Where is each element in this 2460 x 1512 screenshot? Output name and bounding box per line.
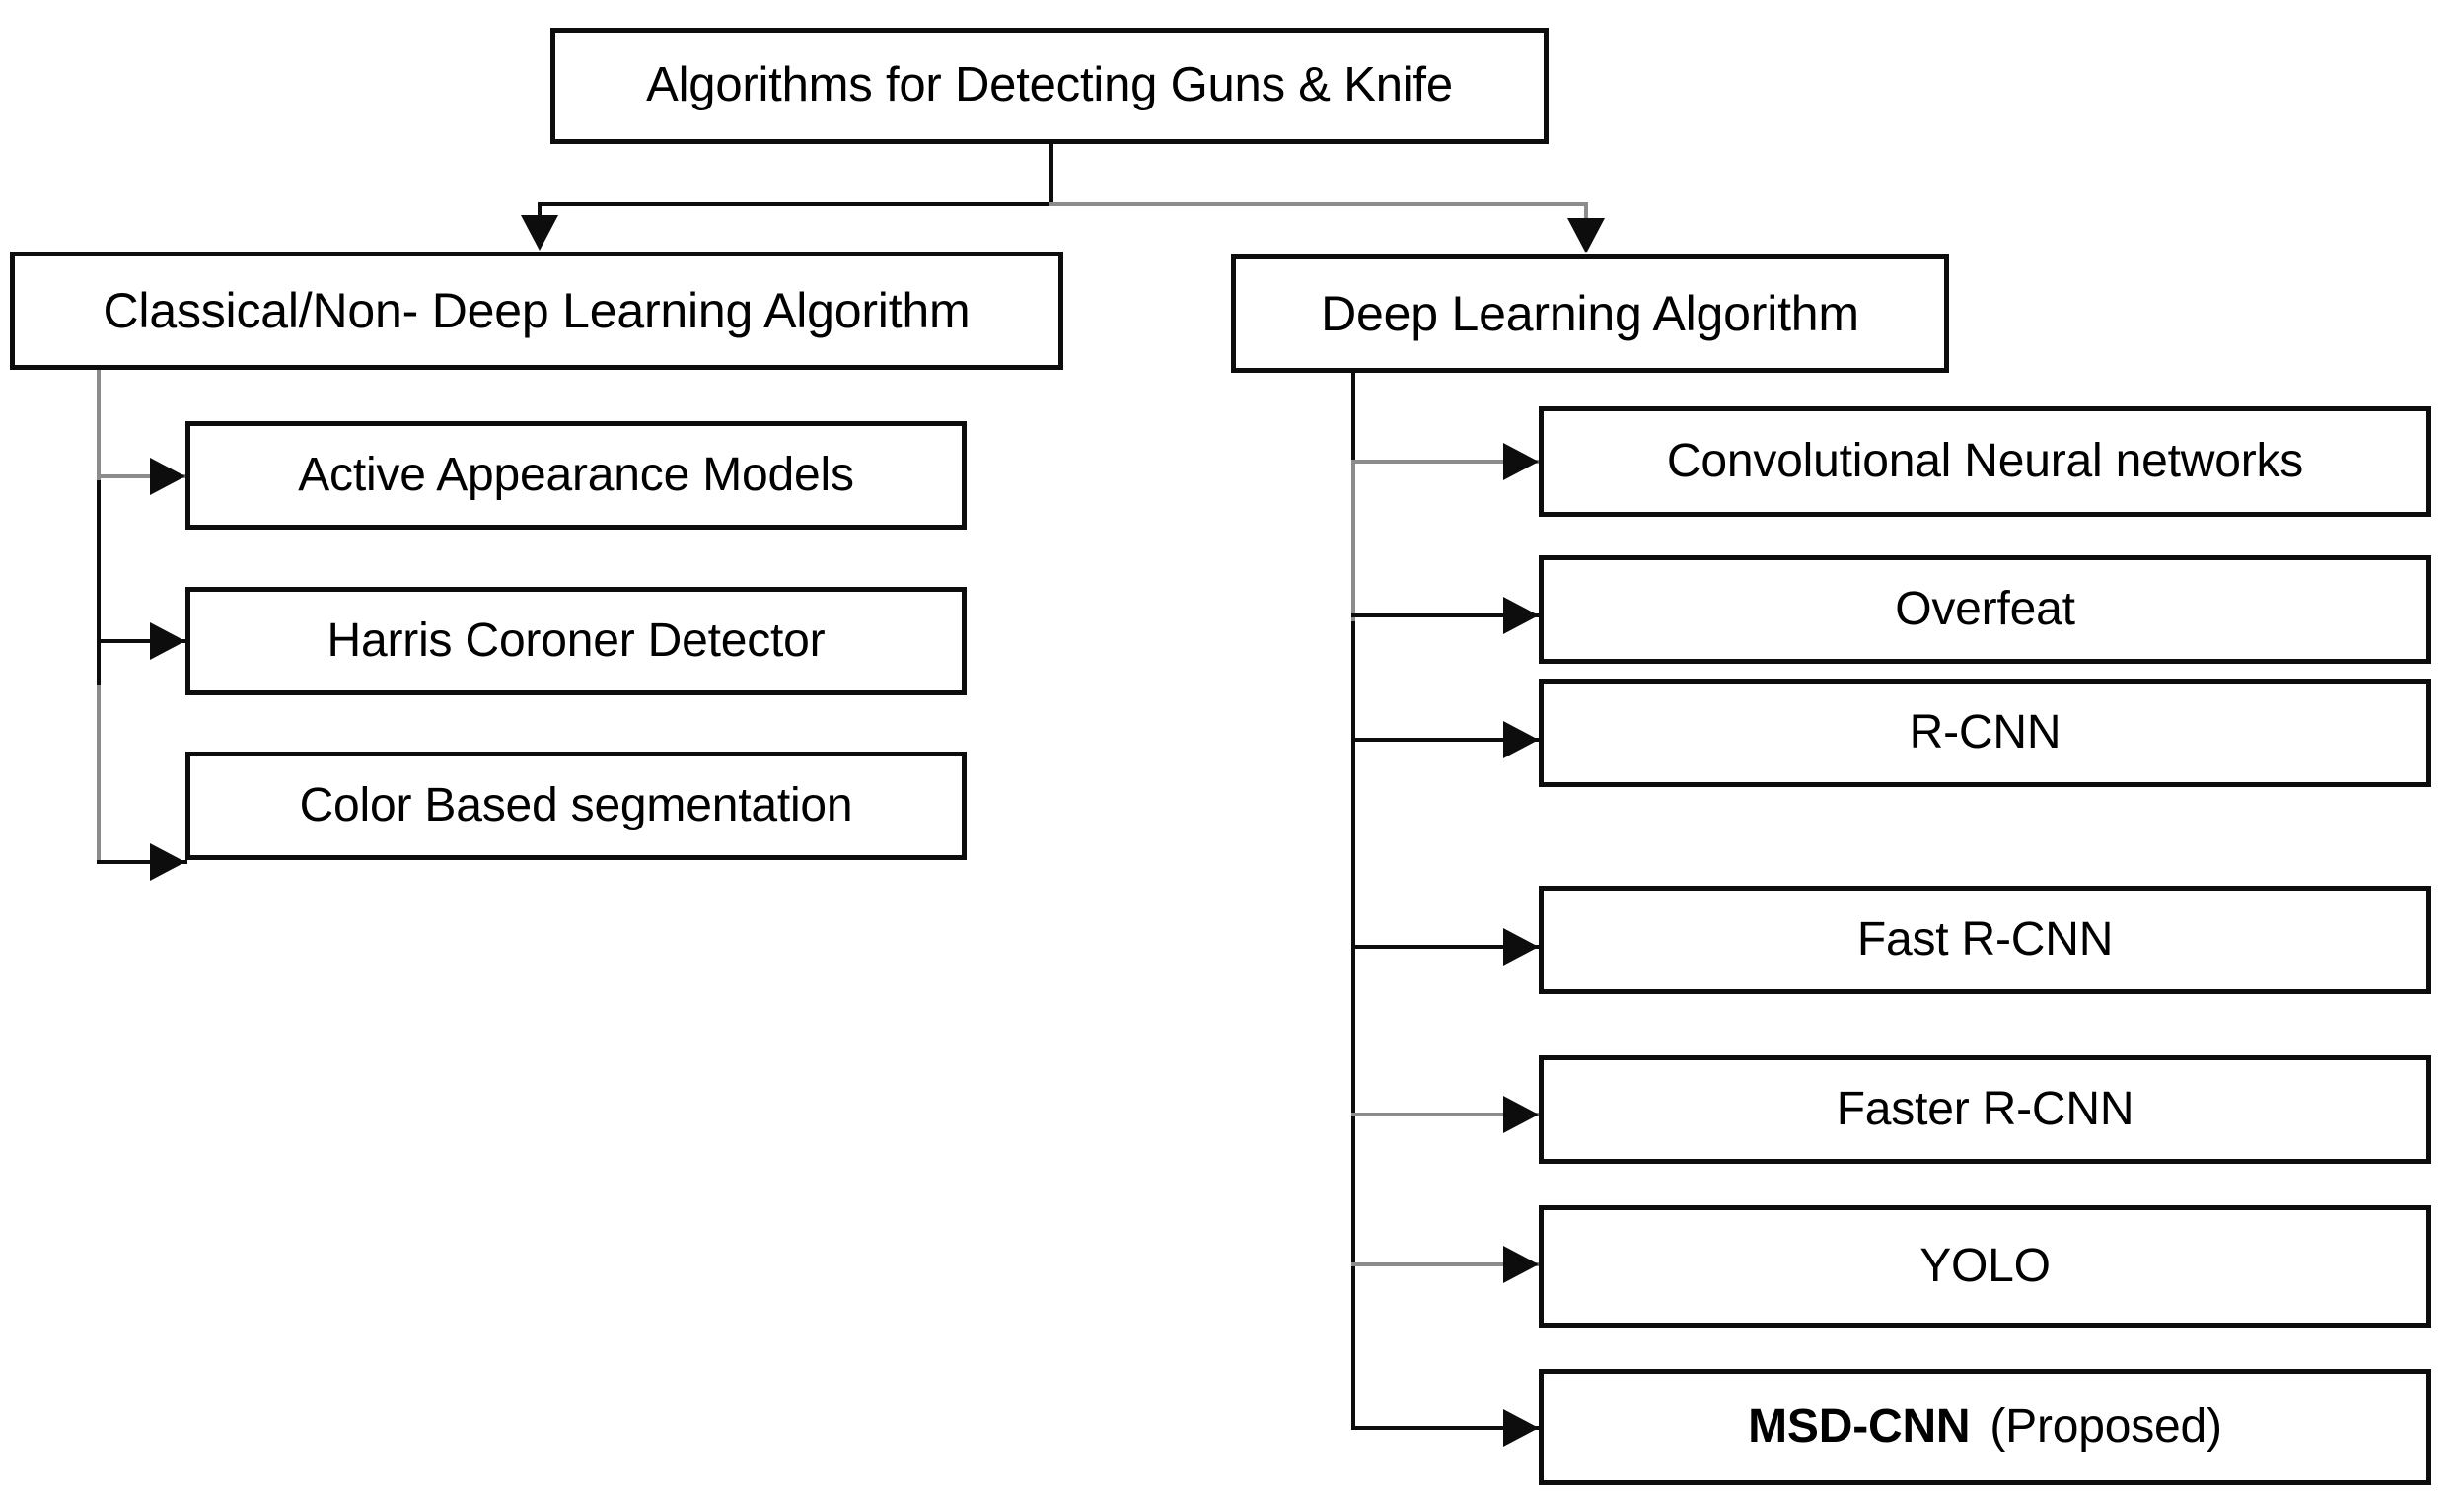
arrowhead-right-msdcnn xyxy=(1503,1409,1539,1447)
connector-classical-to-harris xyxy=(97,639,187,643)
connector-deep-to-fastrcnn xyxy=(1351,945,1570,949)
node-aam-label: Active Appearance Models xyxy=(298,448,854,501)
node-msdcnn-label-suffix: (Proposed) xyxy=(1990,1400,2222,1453)
node-classical-label: Classical/Non- Deep Learning Algorithm xyxy=(103,282,971,338)
arrowhead-right-yolo xyxy=(1503,1246,1539,1283)
node-faster-r-cnn[interactable]: Faster R-CNN xyxy=(1539,1055,2431,1164)
node-msdcnn-label-group: MSD-CNN (Proposed) xyxy=(1728,1400,2242,1453)
node-yolo-label: YOLO xyxy=(1919,1239,2051,1292)
arrowhead-right-color xyxy=(150,843,185,881)
connector-root-stem xyxy=(1049,144,1053,204)
connector-deep-to-rcnn xyxy=(1351,738,1570,742)
node-active-appearance-models[interactable]: Active Appearance Models xyxy=(185,421,967,530)
node-overfeat-label: Overfeat xyxy=(1895,582,2075,635)
connector-deep-to-fasterrcnn xyxy=(1351,1113,1570,1116)
node-classical-algorithm[interactable]: Classical/Non- Deep Learning Algorithm xyxy=(10,252,1063,370)
node-overfeat[interactable]: Overfeat xyxy=(1539,555,2431,664)
connector-classical-trunk-lower xyxy=(97,685,101,863)
node-yolo[interactable]: YOLO xyxy=(1539,1205,2431,1328)
node-r-cnn[interactable]: R-CNN xyxy=(1539,679,2431,787)
node-rcnn-label: R-CNN xyxy=(1909,705,2062,758)
connector-deep-trunk-c xyxy=(1351,621,1355,1430)
arrowhead-right-fastrcnn xyxy=(1503,928,1539,966)
arrowhead-right-fasterrcnn xyxy=(1503,1096,1539,1133)
arrowhead-down-deep xyxy=(1567,218,1605,253)
node-cnn-label: Convolutional Neural networks xyxy=(1666,434,2304,487)
node-color-label: Color Based segmentation xyxy=(299,778,853,831)
connector-deep-to-msdcnn xyxy=(1351,1426,1570,1430)
node-deep-label: Deep Learning Algorithm xyxy=(1321,285,1859,341)
node-fasterrcnn-label: Faster R-CNN xyxy=(1836,1082,2134,1135)
node-fast-r-cnn[interactable]: Fast R-CNN xyxy=(1539,886,2431,994)
arrowhead-down-classical xyxy=(521,215,558,251)
arrowhead-right-harris xyxy=(150,622,185,660)
node-convolutional-neural-networks[interactable]: Convolutional Neural networks xyxy=(1539,406,2431,517)
connector-classical-trunk-upper xyxy=(97,370,101,480)
node-harris-coroner-detector[interactable]: Harris Coroner Detector xyxy=(185,587,967,695)
connector-deep-trunk-a xyxy=(1351,373,1355,464)
node-fastrcnn-label: Fast R-CNN xyxy=(1856,912,2114,966)
node-root-label: Algorithms for Detecting Guns & Knife xyxy=(646,58,1453,112)
connector-deep-trunk-b xyxy=(1351,464,1355,621)
arrowhead-right-aam xyxy=(150,458,185,495)
arrowhead-right-cnn xyxy=(1503,443,1539,480)
connector-deep-to-yolo xyxy=(1351,1262,1570,1266)
connector-root-split-bar-right xyxy=(1049,202,1588,206)
node-deep-learning-algorithm[interactable]: Deep Learning Algorithm xyxy=(1231,254,1949,373)
connector-classical-trunk-mid xyxy=(97,480,101,685)
node-msd-cnn-proposed[interactable]: MSD-CNN (Proposed) xyxy=(1539,1369,2431,1485)
node-harris-label: Harris Coroner Detector xyxy=(326,613,826,667)
connector-deep-to-cnn xyxy=(1351,460,1570,464)
node-color-based-segmentation[interactable]: Color Based segmentation xyxy=(185,752,967,860)
arrowhead-right-overfeat xyxy=(1503,597,1539,634)
arrowhead-right-rcnn xyxy=(1503,721,1539,758)
connector-classical-to-color xyxy=(97,860,187,864)
connector-deep-to-overfeat xyxy=(1351,613,1570,617)
node-msdcnn-label-emphasis: MSD-CNN xyxy=(1748,1400,1971,1453)
node-root-algorithms[interactable]: Algorithms for Detecting Guns & Knife xyxy=(550,28,1549,144)
connector-root-split-bar-left xyxy=(538,202,1051,206)
connector-classical-to-aam xyxy=(97,474,187,478)
